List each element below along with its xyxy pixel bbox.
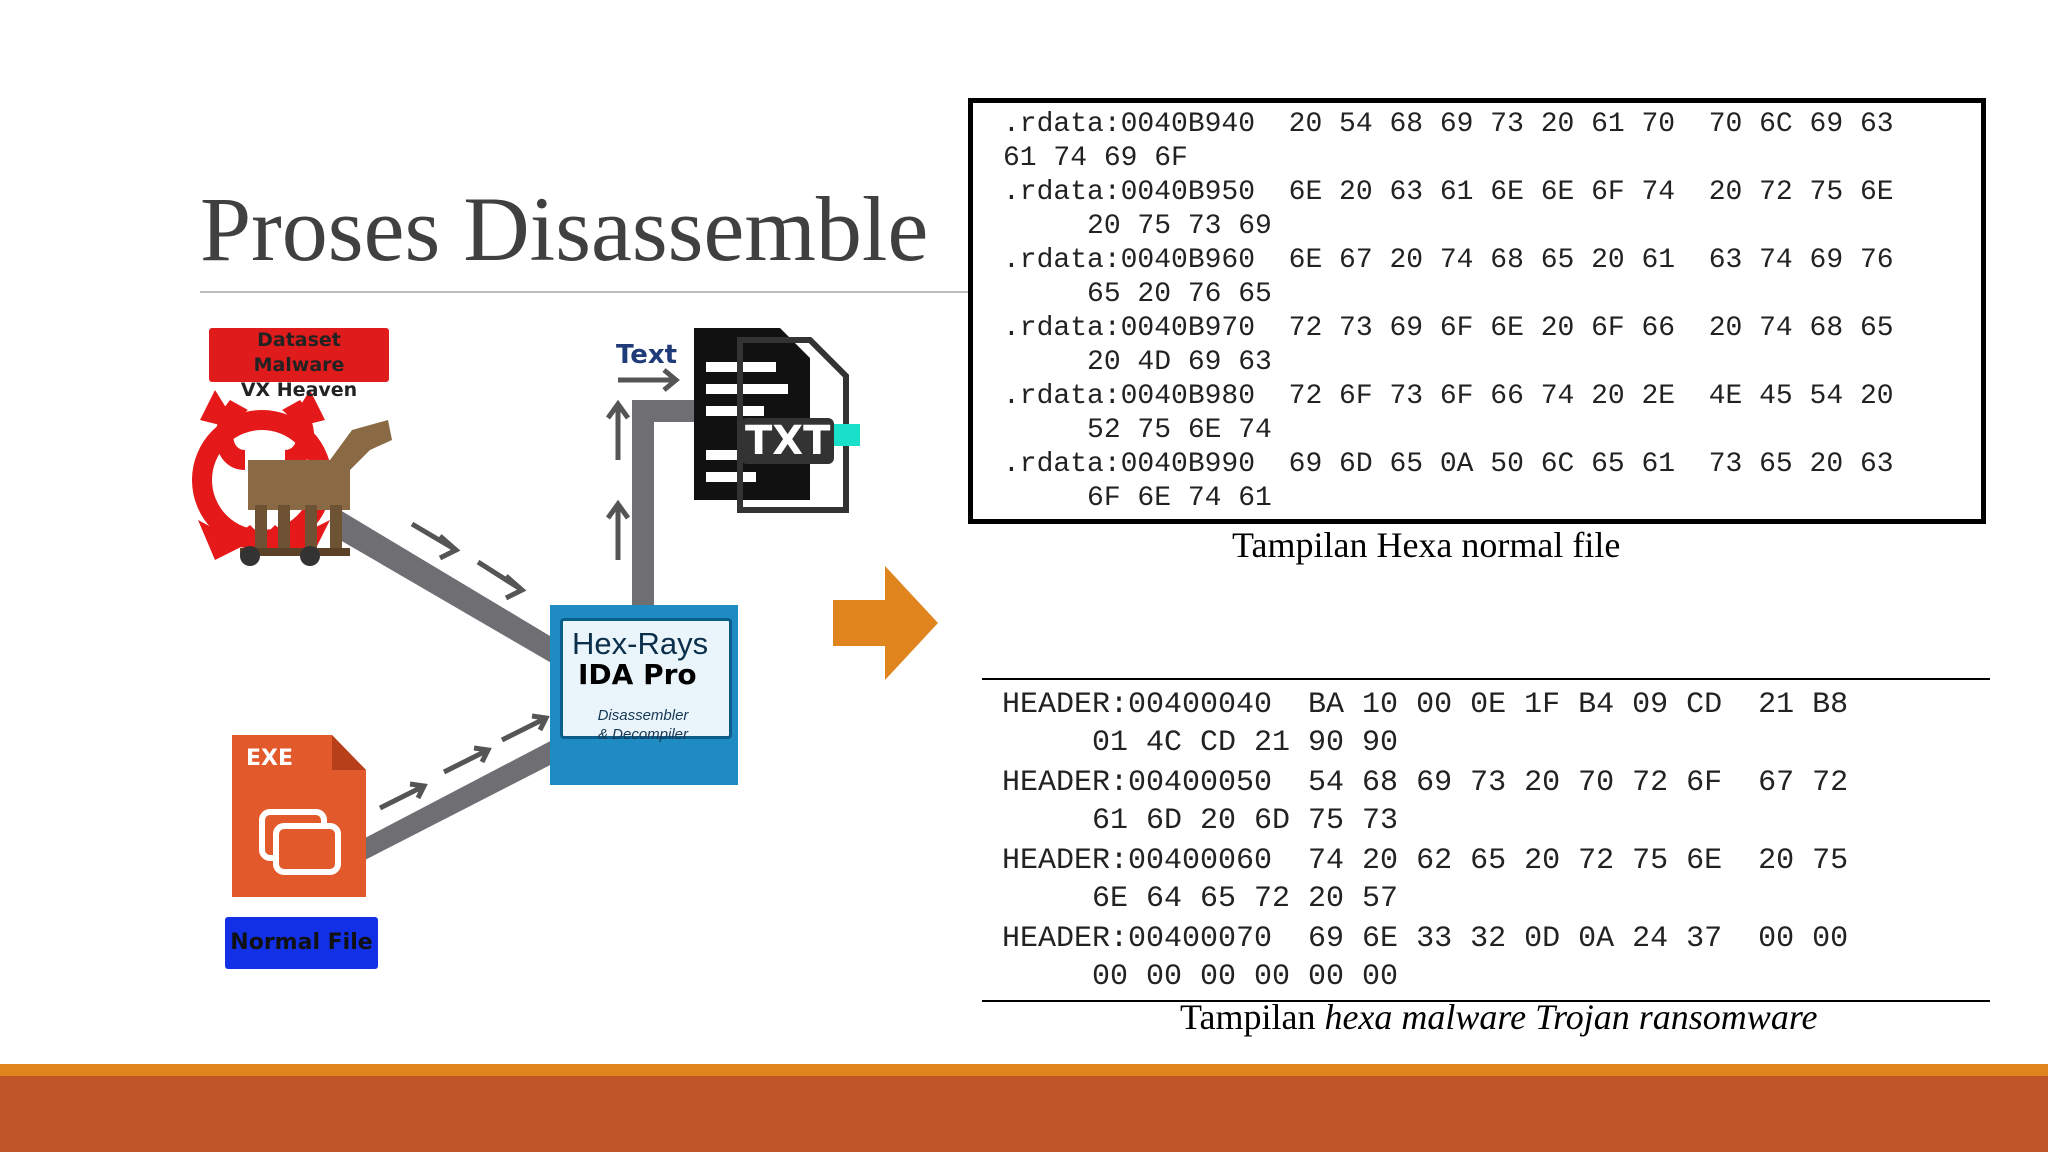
flow-arrow-text [618,368,680,392]
hex-malware-bottom-rule [982,1000,1990,1002]
hex-normal-line: .rdata:0040B940 20 54 68 69 73 20 61 70 … [1003,109,1894,140]
hex-normal-line: .rdata:0040B970 72 73 69 6F 6E 20 6F 66 … [1003,313,1894,344]
dataset-label-line2: VX Heaven [240,379,358,401]
exe-icon-text: EXE [246,746,294,771]
connector-exe-ida [365,736,560,860]
hex-normal-panel: .rdata:0040B940 20 54 68 69 73 20 61 70 … [968,98,1986,524]
trojan-horse-icon [240,420,392,566]
hex-malware-line: 6E 64 65 72 20 57 [1002,882,1399,916]
ida-title-hexrays: Hex-Rays [572,626,709,661]
hex-malware-top-rule [982,678,1990,680]
footer-accent-line [0,1064,2048,1076]
connector-malware-ida [340,510,560,668]
ida-title-idapro: IDA Pro [578,658,697,691]
hex-normal-line: 65 20 76 65 [1003,279,1272,310]
hex-malware-line: HEADER:00400040 BA 10 00 0E 1F B4 09 CD … [1002,688,1849,722]
ida-pro-logo-panel [560,618,732,739]
hex-malware-line: 01 4C CD 21 90 90 [1002,726,1399,760]
hex-malware-caption: Tampilan hexa malware Trojan ransomware [1180,996,1817,1038]
hex-malware-line: HEADER:00400050 54 68 69 73 20 70 72 6F … [1002,766,1849,800]
hex-normal-caption: Tampilan Hexa normal file [1232,525,1621,565]
hex-normal-line: 52 75 6E 74 [1003,415,1272,446]
hex-normal-line: 20 75 73 69 [1003,211,1272,242]
txt-icon-text: TXT [741,418,835,464]
hex-normal-line: .rdata:0040B950 6E 20 63 61 6E 6E 6F 74 … [1003,177,1894,208]
hex-malware-caption-italic: hexa malware Trojan ransomware [1324,997,1818,1037]
dataset-label-line1: Dataset Malware [253,329,345,376]
hex-normal-line: 20 4D 69 63 [1003,347,1272,378]
flow-arrows-malware [410,521,527,601]
hex-normal-line: 61 74 69 6F [1003,143,1188,174]
flow-arrows-up [605,399,631,560]
title-divider [200,291,970,293]
hex-malware-line: 00 00 00 00 00 00 [1002,960,1399,994]
ida-subtitle: Disassembler & Decompiler [588,706,698,744]
exe-file-icon [232,735,366,897]
hex-normal-line: .rdata:0040B980 72 6F 73 6F 66 74 20 2E … [1003,381,1894,412]
slide-title: Proses Disassemble [200,178,929,280]
hex-normal-line: 6F 6E 74 61 [1003,483,1272,514]
hex-malware-caption-plain: Tampilan [1180,997,1325,1037]
connector-ida-up [632,400,654,608]
right-arrow-icon [833,566,938,680]
ida-sub-line1: Disassembler [597,707,689,724]
text-label: Text [616,340,678,370]
hex-malware-line: 61 6D 20 6D 75 73 [1002,804,1399,838]
hex-malware-line: HEADER:00400070 69 6E 33 32 0D 0A 24 37 … [1002,922,1849,956]
hex-malware-line: HEADER:00400060 74 20 62 65 20 72 75 6E … [1002,844,1849,878]
flow-arrows-exe [378,713,550,811]
hex-normal-line: .rdata:0040B990 69 6D 65 0A 50 6C 65 61 … [1003,449,1894,480]
dataset-malware-label: Dataset Malware VX Heaven [209,328,389,401]
footer-bar [0,1076,2048,1152]
normal-file-label: Normal File [225,917,378,969]
ida-sub-line2: & Decompiler [597,726,689,743]
hex-normal-line: .rdata:0040B960 6E 67 20 74 68 65 20 61 … [1003,245,1894,276]
